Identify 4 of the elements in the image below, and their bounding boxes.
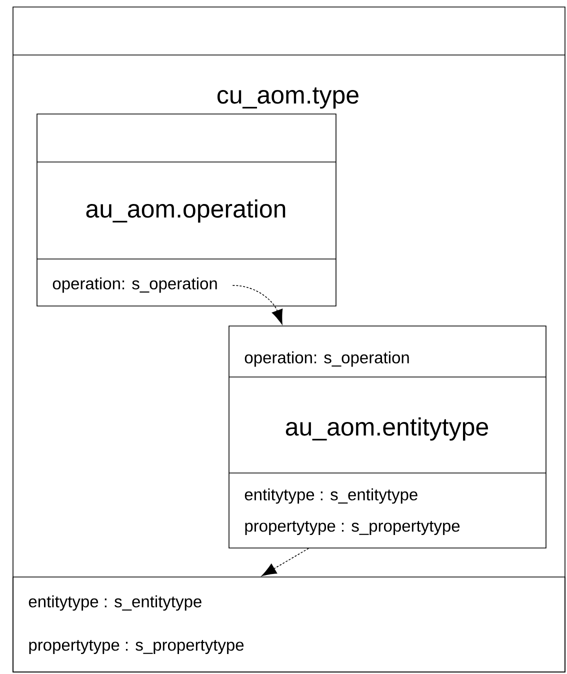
class-box: operation: s_operation au_aom.entitytype entitytype : s_entitytype propertytype : s_propertytype [228, 326, 546, 548]
arrow [232, 285, 283, 324]
attribute-compartment: entitytype : s_entitytype propertytype : s_propertytype [12, 576, 566, 672]
arrow [262, 548, 309, 576]
